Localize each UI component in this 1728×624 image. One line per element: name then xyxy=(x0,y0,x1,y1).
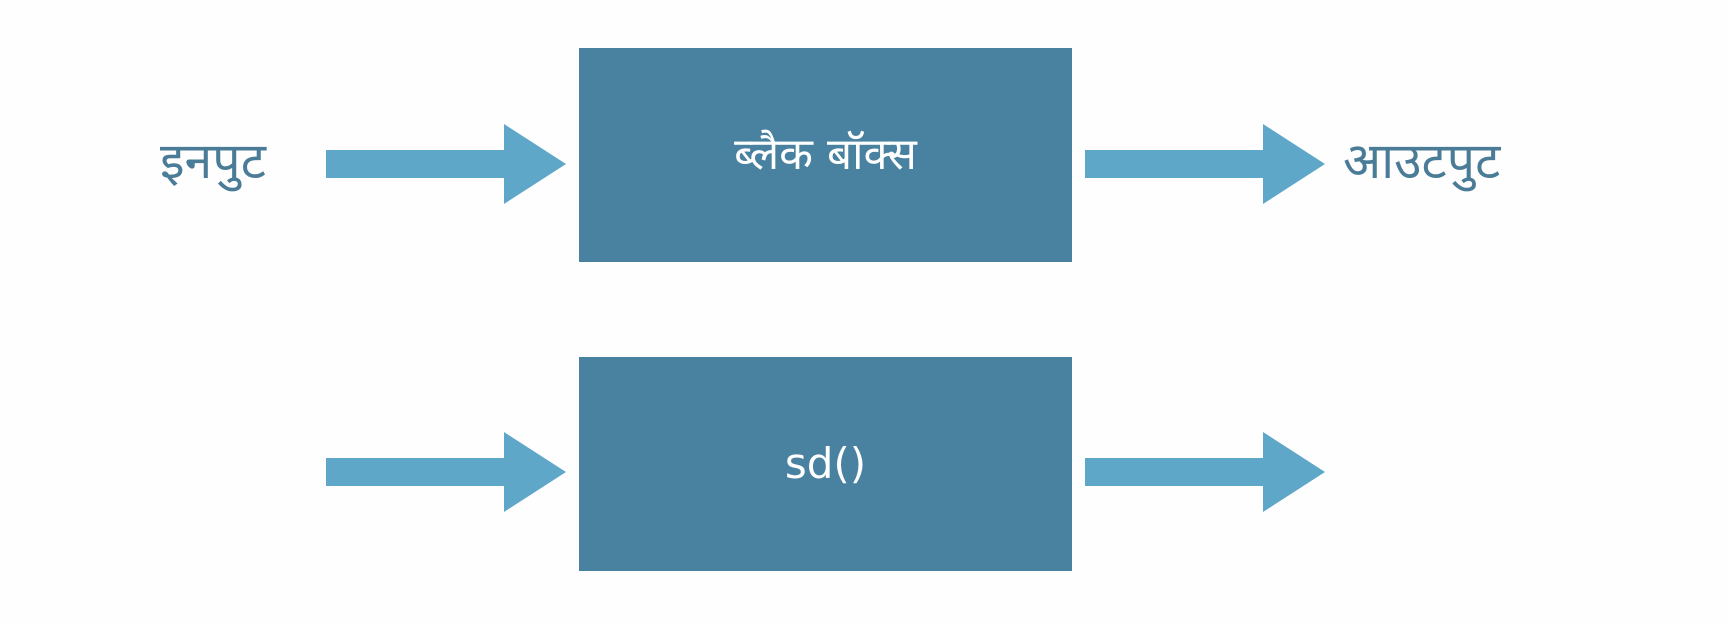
arrow-right-icon xyxy=(1085,124,1325,204)
function-label: sd() xyxy=(784,439,867,488)
black-box-block: ब्लैक बॉक्स xyxy=(579,48,1072,262)
arrow-right-icon xyxy=(326,432,566,512)
output-label: आउटपुट xyxy=(1343,132,1501,190)
arrow-right-icon xyxy=(326,124,566,204)
arrow-right-icon xyxy=(1085,432,1325,512)
function-block: sd() xyxy=(579,357,1072,571)
input-label: इनपुट xyxy=(160,132,266,190)
black-box-label: ब्लैक बॉक्स xyxy=(734,129,917,180)
